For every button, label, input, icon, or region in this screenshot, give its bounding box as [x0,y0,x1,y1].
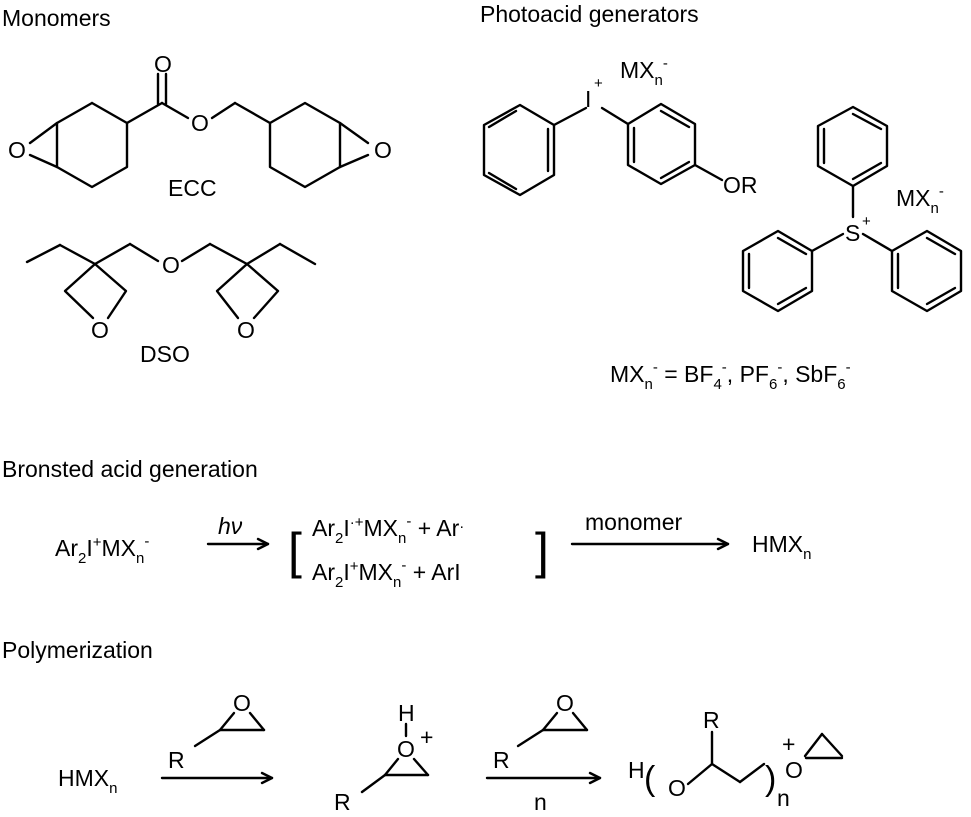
monomer-label: monomer [585,509,682,535]
polymer-h: H [628,757,645,783]
protonated-epoxide [360,722,430,794]
ecc-label: ECC [168,175,217,201]
ecc-carbonyl-o: O [154,51,172,77]
protonated-h: H [398,700,415,726]
iodonium-plus: + [594,75,603,92]
epoxide-1-o: O [233,690,251,716]
ecc-epoxide-o-left: O [8,137,26,163]
sulfonium-counterion: MXn- [896,183,944,217]
polymer-paren-close: ) [765,760,776,798]
counterion-n: n [931,200,939,217]
sulfonium-s: S [845,220,860,246]
polymer-r: R [703,707,720,733]
counterion-mx: MX [620,57,655,83]
sulfonium-structure [741,105,963,313]
monomers-heading: Monomers [2,5,111,31]
propagation-n: n [534,789,547,815]
polymer-backbone [686,730,844,786]
epoxide-1-r: R [168,747,185,773]
polymer-o: O [668,775,686,801]
polymer-n: n [777,785,790,811]
photoacid-heading: Photoacid generators [480,1,699,27]
polymer-oxonium-plus: + [782,731,795,757]
counterion-minus: - [939,183,944,200]
ecc-ester-o: O [191,110,209,136]
counterion-n: n [655,72,663,89]
counterion-mx: MX [896,185,931,211]
dso-ether-o: O [162,252,180,278]
iodonium-counterion: MXn- [620,55,668,89]
polymerization-start: HMXn [58,765,117,797]
bronsted-reactant: Ar2I+MXn- [55,533,149,567]
dso-structure [25,242,317,320]
protonated-r: R [334,789,351,815]
bracket-close: ] [535,523,549,579]
intermediate-line-2: Ar2I+MXn- + ArI [312,557,461,591]
bracket-open: [ [288,523,302,579]
counterion-definition: MXn- = BF4-, PF6-, SbF6- [610,359,851,393]
ecc-epoxide-o-right: O [374,137,392,163]
ecc-structure [28,72,370,189]
polymerization-heading: Polymerization [2,637,153,663]
intermediate-line-1: Ar2I·+MXn- + Ar· [312,513,464,547]
epoxide-2-o: O [556,690,574,716]
iodonium-structure [482,102,724,197]
polymer-oxonium-o: O [785,757,803,783]
protonated-o: O [397,736,415,762]
dso-label: DSO [140,341,190,367]
iodonium-i: I [585,86,591,112]
iodonium-or: OR [723,172,758,198]
epoxide-reagent-2 [516,711,589,748]
polymer-paren-open: ( [644,760,656,798]
bronsted-heading: Bronsted acid generation [2,456,258,482]
bronsted-product: HMXn [752,531,811,563]
epoxide-2-r: R [493,747,510,773]
counterion-minus: - [663,55,668,72]
sulfonium-plus: + [862,213,871,230]
epoxide-reagent-1 [193,711,266,748]
dso-oxetane-o-right: O [237,317,255,343]
dso-oxetane-o-left: O [91,317,109,343]
hv-label: hν [218,513,243,539]
protonated-plus: + [420,724,433,750]
